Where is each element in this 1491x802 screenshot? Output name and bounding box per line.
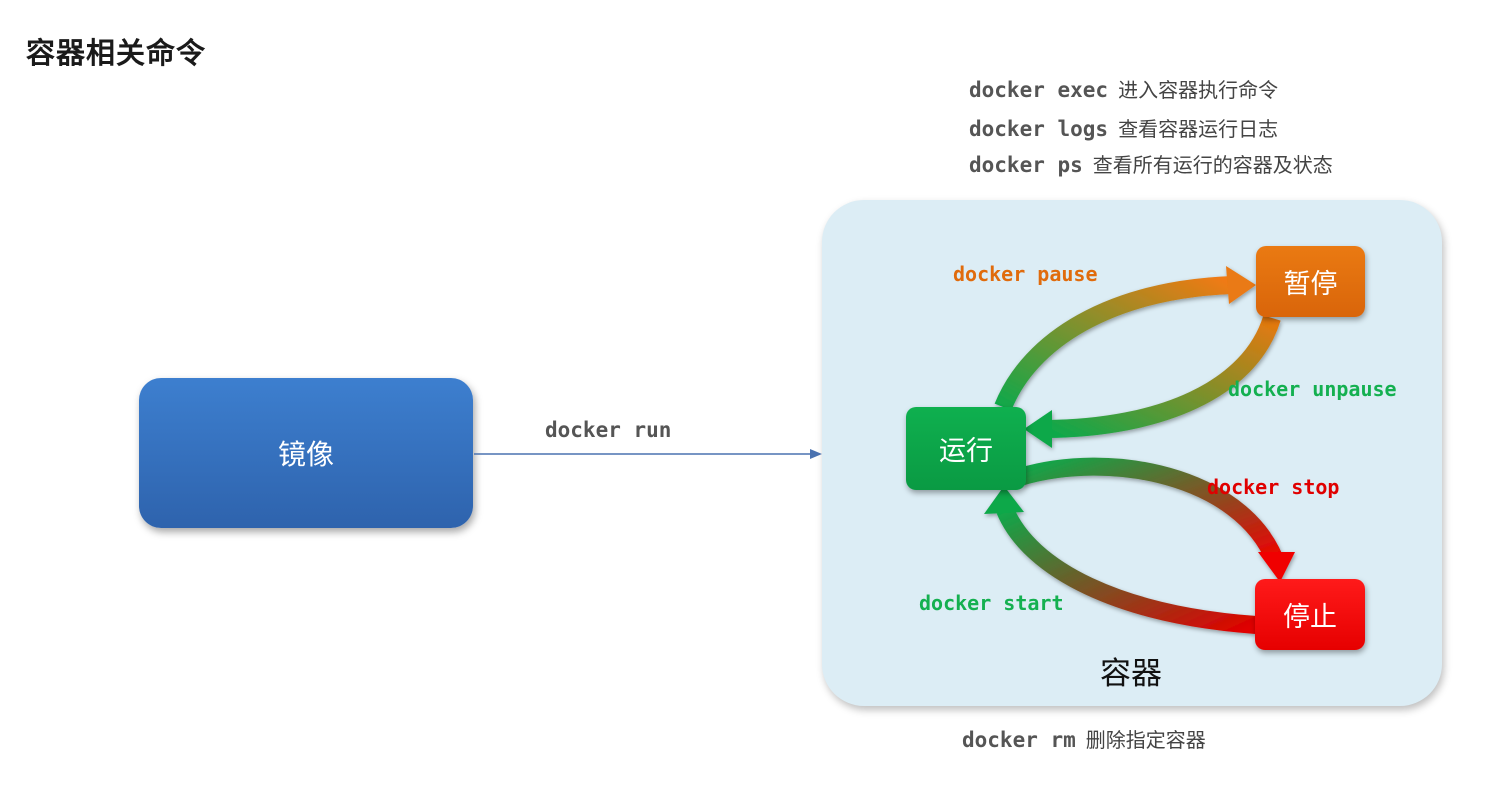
run-command-label: docker run — [545, 418, 672, 442]
logs-command-line: docker logs 查看容器运行日志 — [969, 119, 1278, 140]
image-node: 镜像 — [139, 378, 473, 528]
logs-description: 查看容器运行日志 — [1118, 117, 1279, 141]
exec-command-line: docker exec 进入容器执行命令 — [969, 80, 1278, 101]
run-arrow-head — [810, 449, 822, 459]
logs-command: docker logs — [969, 117, 1109, 141]
paused-state-label: 暂停 — [1283, 269, 1338, 300]
exec-description: 进入容器执行命令 — [1118, 78, 1279, 102]
start-arrow — [984, 486, 1257, 634]
page-title: 容器相关命令 — [26, 36, 207, 70]
running-state-node: 运行 — [906, 407, 1026, 490]
running-state-label: 运行 — [939, 436, 993, 467]
stop-arrow — [1017, 457, 1295, 582]
start-label: docker start — [919, 591, 1064, 615]
rm-description: 删除指定容器 — [1085, 728, 1206, 752]
stopped-state-label: 停止 — [1283, 602, 1337, 633]
pause-arrow — [994, 266, 1256, 411]
ps-command-line: docker ps 查看所有运行的容器及状态 — [969, 155, 1333, 176]
exec-command: docker exec — [969, 78, 1109, 102]
rm-command: docker rm — [962, 728, 1076, 752]
ps-description: 查看所有运行的容器及状态 — [1092, 153, 1333, 177]
paused-state-node: 暂停 — [1256, 246, 1365, 317]
stop-label: docker stop — [1207, 475, 1340, 499]
unpause-label: docker unpause — [1228, 377, 1397, 401]
unpause-arrow — [1024, 315, 1281, 448]
ps-command: docker ps — [969, 153, 1083, 177]
container-label: 容器 — [1100, 656, 1162, 692]
pause-label: docker pause — [953, 262, 1098, 286]
rm-command-line: docker rm 删除指定容器 — [962, 730, 1206, 751]
stopped-state-node: 停止 — [1255, 579, 1365, 650]
image-node-label: 镜像 — [277, 438, 334, 471]
